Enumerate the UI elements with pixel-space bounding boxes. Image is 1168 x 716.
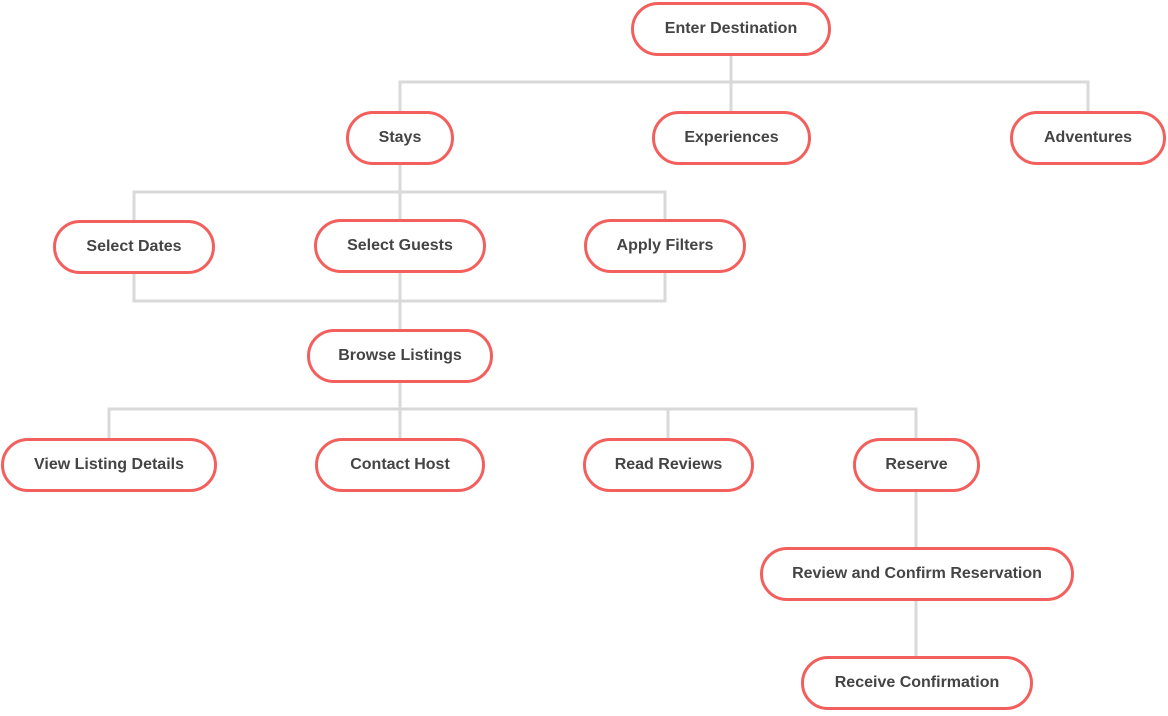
node-adventures[interactable]: Adventures [1010, 111, 1166, 165]
node-select-guests[interactable]: Select Guests [314, 219, 486, 273]
node-view-listing-details[interactable]: View Listing Details [1, 438, 217, 492]
node-experiences[interactable]: Experiences [652, 111, 811, 165]
node-browse-listings[interactable]: Browse Listings [307, 329, 493, 383]
node-contact-host[interactable]: Contact Host [315, 438, 485, 492]
node-review-confirm-reservation[interactable]: Review and Confirm Reservation [760, 547, 1074, 601]
node-read-reviews[interactable]: Read Reviews [583, 438, 754, 492]
node-enter-destination[interactable]: Enter Destination [631, 2, 831, 56]
node-receive-confirmation[interactable]: Receive Confirmation [801, 656, 1033, 710]
node-apply-filters[interactable]: Apply Filters [584, 219, 746, 273]
node-select-dates[interactable]: Select Dates [53, 220, 215, 274]
node-reserve[interactable]: Reserve [853, 438, 980, 492]
node-stays[interactable]: Stays [346, 111, 454, 165]
